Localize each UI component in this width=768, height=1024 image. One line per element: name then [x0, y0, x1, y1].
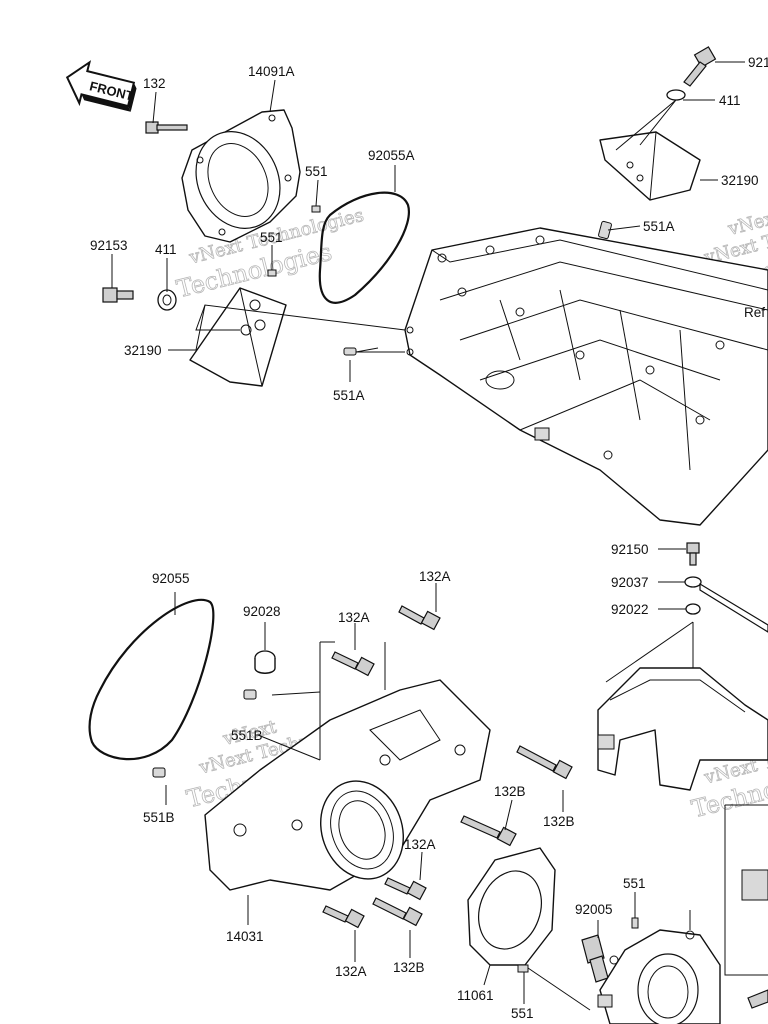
callout-32190: 32190 [124, 343, 162, 358]
callout-labels: 132 14091A 551 92055A 551 92153 411 3219… [90, 55, 768, 1021]
washer-411-right [666, 89, 686, 101]
front-arrow-icon: FRONT [65, 60, 137, 112]
crankcase [404, 227, 768, 526]
dowel-pin-551 [267, 269, 277, 277]
callout-92055a: 92055A [368, 148, 415, 163]
bolt-132a [322, 905, 365, 929]
callout-551b: 551B [143, 810, 175, 825]
callout-132a: 132A [338, 610, 370, 625]
callout-132b: 132B [543, 814, 575, 829]
washer-411-left [157, 289, 177, 311]
housing-lower-right [597, 929, 721, 1024]
cover-right [597, 667, 768, 791]
callout-551: 551 [511, 1006, 534, 1021]
callout-92005: 92005 [575, 902, 613, 917]
callout-551: 551 [623, 876, 646, 891]
dowel-pin-551 [631, 917, 639, 929]
callout-551a: 551A [333, 388, 365, 403]
callout-14091a: 14091A [248, 64, 295, 79]
bolt-edge [747, 989, 768, 1009]
dowel-pin-551a-left [343, 347, 357, 356]
bolt-132-top [145, 121, 188, 134]
cover-14091a [181, 109, 301, 243]
bolt-132a [384, 877, 427, 901]
callout-551b: 551B [231, 728, 263, 743]
fitting-92005 [581, 934, 609, 983]
bolt-92150 [686, 542, 700, 566]
callout-132a: 132A [335, 964, 367, 979]
callout-411: 411 [719, 93, 741, 108]
callout-32190: 32190 [721, 173, 759, 188]
callout-14031: 14031 [226, 929, 264, 944]
bolt-92153 [102, 287, 134, 303]
gasket-92055a [318, 191, 411, 304]
callout-132: 132 [143, 76, 166, 91]
callout-132b: 132B [393, 960, 425, 975]
callout-411: 411 [155, 242, 177, 257]
callout-551: 551 [260, 230, 283, 245]
bolt-132b [516, 745, 573, 780]
bolt-132b [460, 815, 517, 847]
dowel-pin-551 [311, 205, 321, 213]
callout-921: 921 [748, 55, 768, 70]
callout-92150: 92150 [611, 542, 649, 557]
collar-92028 [254, 650, 276, 674]
bolt-132a [398, 605, 441, 631]
washer-92022 [685, 603, 701, 615]
gasket-11061 [467, 847, 556, 966]
callout-11061: 11061 [457, 988, 494, 1003]
callout-92028: 92028 [243, 604, 281, 619]
dowel-pin-551 [517, 964, 529, 973]
bolt-921 [683, 46, 717, 87]
callout-92037: 92037 [611, 575, 649, 590]
callout-92153: 92153 [90, 238, 128, 253]
callout-132a: 132A [404, 837, 436, 852]
callout-92055: 92055 [152, 571, 190, 586]
leader-lines [111, 61, 745, 1011]
callout-132b: 132B [494, 784, 526, 799]
dowel-pin-551b [243, 689, 257, 700]
callout-132a: 132A [419, 569, 451, 584]
dowel-pin-551a-right [598, 220, 612, 240]
callout-92022: 92022 [611, 602, 649, 617]
bracket-32190-right [599, 131, 701, 201]
callout-551: 551 [305, 164, 328, 179]
callout-551a: 551A [643, 219, 675, 234]
bolt-132a [331, 651, 375, 677]
bracket-32190-left [189, 287, 287, 387]
gasket-92055 [88, 598, 215, 761]
cover-14031 [204, 679, 491, 891]
edge-text-ref: Ref [744, 305, 765, 320]
bolt-132b [372, 897, 423, 927]
dowel-pin-551b [152, 767, 166, 778]
